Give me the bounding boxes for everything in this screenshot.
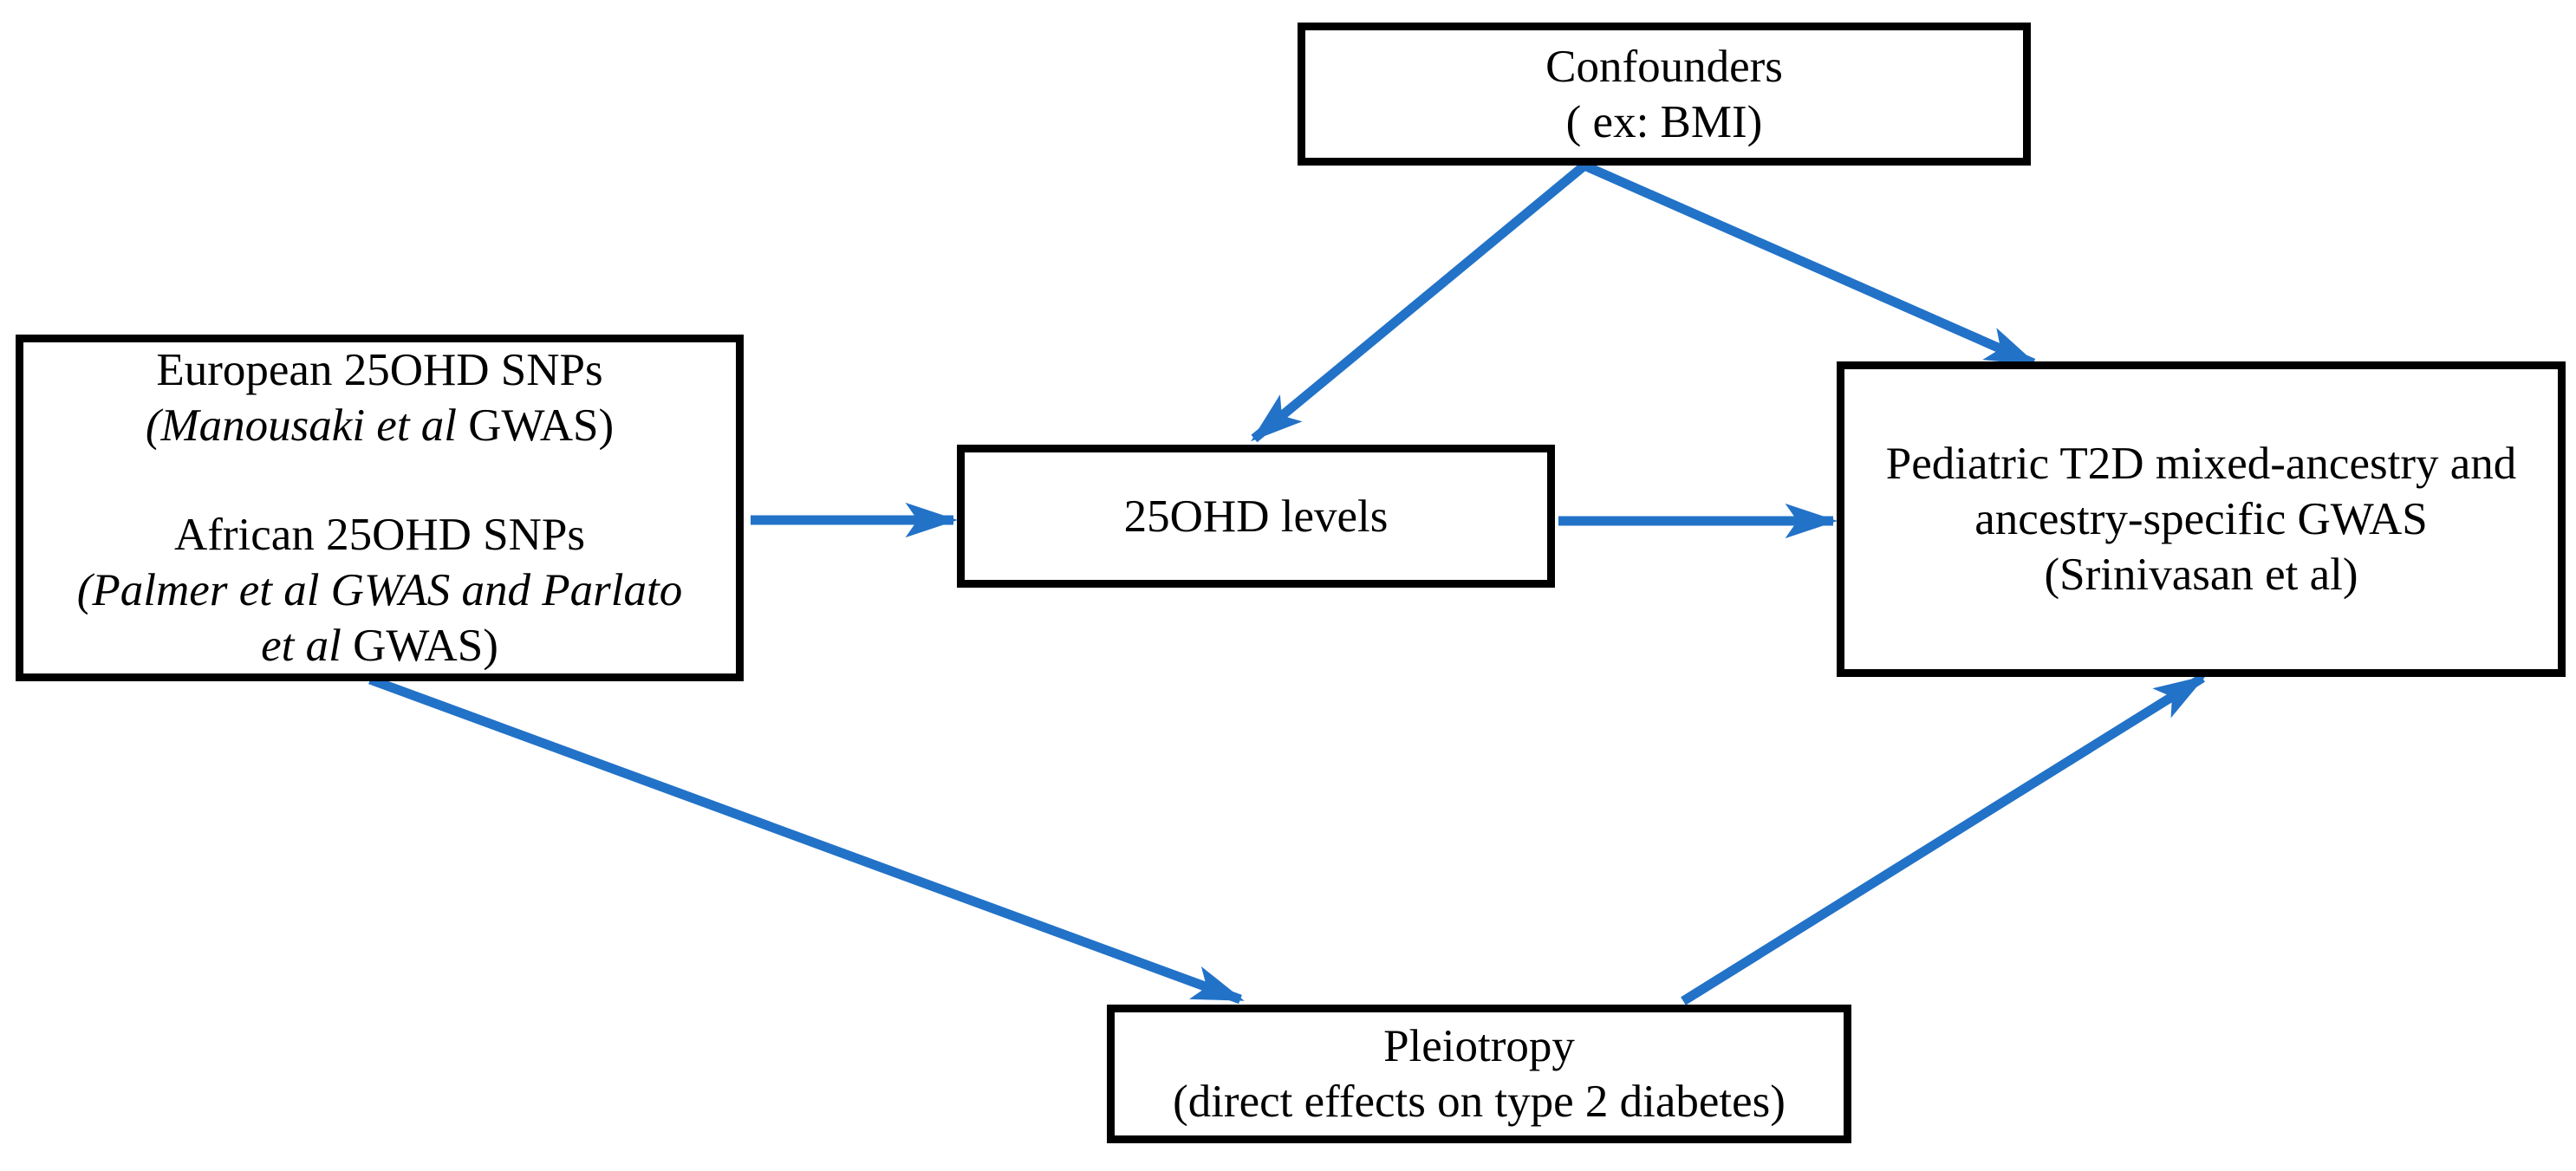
exposure-european-source-roman: GWAS) — [457, 400, 615, 451]
outcome-line-2: ancestry-specific GWAS — [1974, 494, 2428, 544]
arrow-snps-to-pleiotropy — [368, 674, 1245, 1005]
confounders-title: Confounders — [1545, 41, 1783, 92]
arrow-pleiotropy-to-outcome-gwas — [1681, 673, 2207, 1005]
exposure-european-title: European 25OHD SNPs — [156, 345, 603, 395]
outcome-line-1: Pediatric T2D mixed-ancestry and — [1885, 439, 2517, 489]
exposure-european-source: (Manousaki et al GWAS) — [23, 398, 736, 453]
exposure-blank-line — [23, 453, 736, 507]
exposure-african-title: African 25OHD SNPs — [173, 510, 586, 560]
exposure-african-source-2-roman: GWAS) — [341, 621, 498, 671]
exposure-african-source-1: (Palmer et al GWAS and Parlato — [76, 565, 683, 615]
node-25ohd-levels: 25OHD levels — [957, 445, 1555, 588]
arrow-confounders-to-outcome-gwas — [1582, 160, 2038, 368]
exposure-african-source-2-italic: et al — [261, 621, 342, 671]
node-confounders: Confounders ( ex: BMI) — [1298, 23, 2031, 166]
node-exposure-snps: European 25OHD SNPs (Manousaki et al GWA… — [16, 335, 744, 681]
confounders-example: ( ex: BMI) — [1565, 96, 1763, 147]
node-outcome-gwas: Pediatric T2D mixed-ancestry and ancestr… — [1837, 361, 2566, 677]
arrow-confounders-to-25ohd-levels — [1251, 161, 1588, 443]
exposure-african-source-2: et al GWAS) — [23, 618, 736, 673]
node-pleiotropy: Pleiotropy (direct effects on type 2 dia… — [1107, 1005, 1851, 1143]
mediator-label: 25OHD levels — [1123, 491, 1389, 542]
pleiotropy-title: Pleiotropy — [1383, 1021, 1575, 1071]
outcome-source: (Srinivasan et al) — [2044, 550, 2358, 600]
pleiotropy-subtitle: (direct effects on type 2 diabetes) — [1173, 1077, 1786, 1127]
exposure-european-source-italic: (Manousaki et al — [145, 400, 458, 451]
